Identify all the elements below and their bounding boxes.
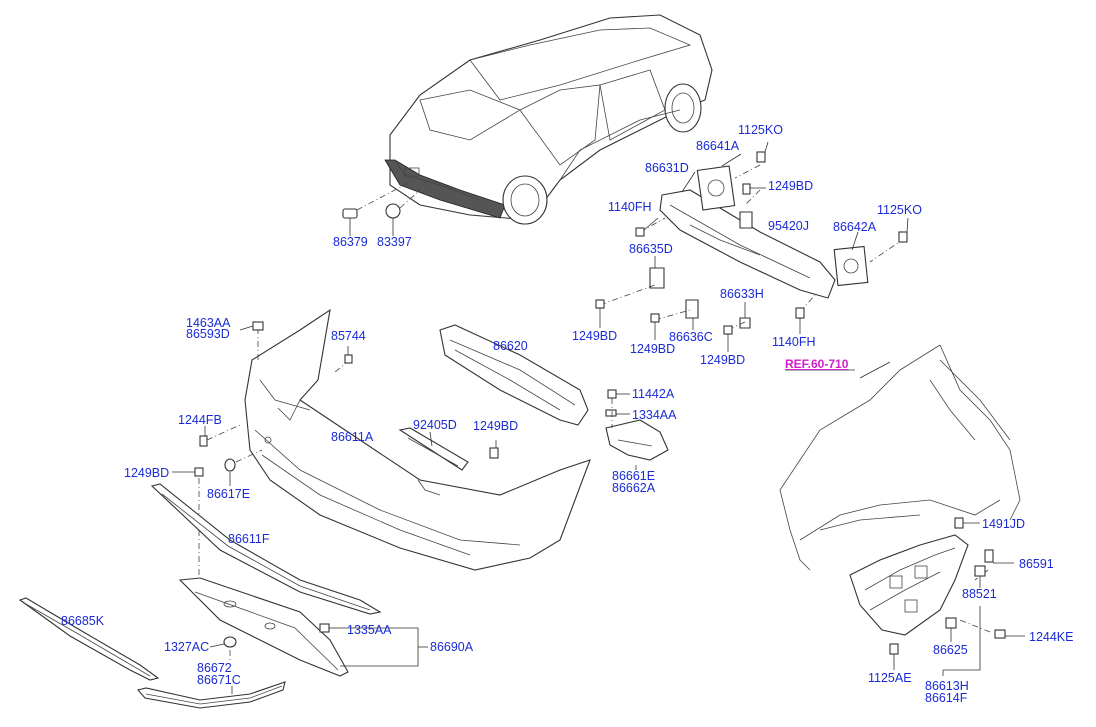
- label-1125ae[interactable]: 1125AE: [868, 671, 912, 685]
- label-1327ac[interactable]: 1327AC: [164, 640, 210, 654]
- label-86593d[interactable]: 86593D: [186, 327, 230, 341]
- label-86611f[interactable]: 86611F: [228, 532, 270, 546]
- label-86611a[interactable]: 86611A: [331, 430, 374, 444]
- label-1249bd-left[interactable]: 1249BD: [124, 466, 170, 480]
- label-11442a[interactable]: 11442A: [632, 387, 675, 401]
- label-86672[interactable]: 86672: [197, 661, 232, 675]
- side-bracket: [605, 419, 669, 470]
- label-95420j[interactable]: 95420J: [768, 219, 810, 233]
- bottom-strip: [136, 681, 286, 709]
- label-86635d[interactable]: 86635D: [629, 242, 673, 256]
- small-fasteners: [172, 321, 630, 580]
- lower-strip: [150, 483, 382, 615]
- label-86625[interactable]: 86625: [933, 643, 968, 657]
- reference-link[interactable]: REF.60-710: [785, 357, 849, 371]
- label-1334aa[interactable]: 1334AA: [632, 408, 677, 422]
- label-86633h[interactable]: 86633H: [720, 287, 764, 301]
- lower-garnish: [178, 577, 428, 677]
- label-86641a[interactable]: 86641A: [696, 139, 740, 153]
- label-86631d[interactable]: 86631D: [645, 161, 689, 175]
- label-1463aa[interactable]: 1463AA: [186, 316, 231, 330]
- left-strip: [18, 597, 160, 681]
- energy-absorber: [439, 324, 589, 426]
- label-86662a[interactable]: 86662A: [612, 481, 656, 495]
- label-1140fh-right[interactable]: 1140FH: [772, 335, 816, 349]
- label-85744[interactable]: 85744: [331, 329, 366, 343]
- label-86671c[interactable]: 86671C: [197, 673, 241, 687]
- center-bracket: [398, 427, 469, 471]
- label-1249bd-center[interactable]: 1249BD: [473, 419, 519, 433]
- label-1125ko-right[interactable]: 1125KO: [877, 203, 922, 217]
- label-92405d[interactable]: 92405D: [413, 418, 457, 432]
- label-1249bd-beam-a[interactable]: 1249BD: [572, 329, 618, 343]
- label-88521[interactable]: 88521: [962, 587, 997, 601]
- quarter-panel: [779, 344, 1021, 571]
- label-86591[interactable]: 86591: [1019, 557, 1054, 571]
- cap-parts: [342, 181, 421, 236]
- label-1249bd-beam-c[interactable]: 1249BD: [700, 353, 746, 367]
- label-86685k[interactable]: 86685K: [61, 614, 105, 628]
- label-1244fb[interactable]: 1244FB: [178, 413, 222, 427]
- label-1244ke[interactable]: 1244KE: [1029, 630, 1074, 644]
- label-86661e[interactable]: 86661E: [612, 469, 656, 483]
- label-86620[interactable]: 86620: [493, 339, 528, 353]
- car-illustration: [384, 14, 713, 225]
- label-83397[interactable]: 83397: [377, 235, 412, 249]
- label-86636c[interactable]: 86636C: [669, 330, 713, 344]
- label-86613h[interactable]: 86613H: [925, 679, 969, 693]
- label-1335aa[interactable]: 1335AA: [347, 623, 392, 637]
- label-1249bd-top[interactable]: 1249BD: [768, 179, 814, 193]
- label-86690a[interactable]: 86690A: [430, 640, 474, 654]
- bumper-cover: [244, 308, 591, 571]
- label-1125ko-top[interactable]: 1125KO: [738, 123, 783, 137]
- label-1491jd[interactable]: 1491JD: [982, 517, 1026, 531]
- label-86379[interactable]: 86379: [333, 235, 368, 249]
- label-86614f[interactable]: 86614F: [925, 691, 968, 705]
- beam-bolts: [595, 141, 909, 352]
- label-1249bd-beam-b[interactable]: 1249BD: [630, 342, 676, 356]
- label-86617e[interactable]: 86617E: [207, 487, 251, 501]
- label-1140fh-left[interactable]: 1140FH: [608, 200, 652, 214]
- label-86642a[interactable]: 86642A: [833, 220, 877, 234]
- side-bracket-assembly: [849, 517, 1025, 676]
